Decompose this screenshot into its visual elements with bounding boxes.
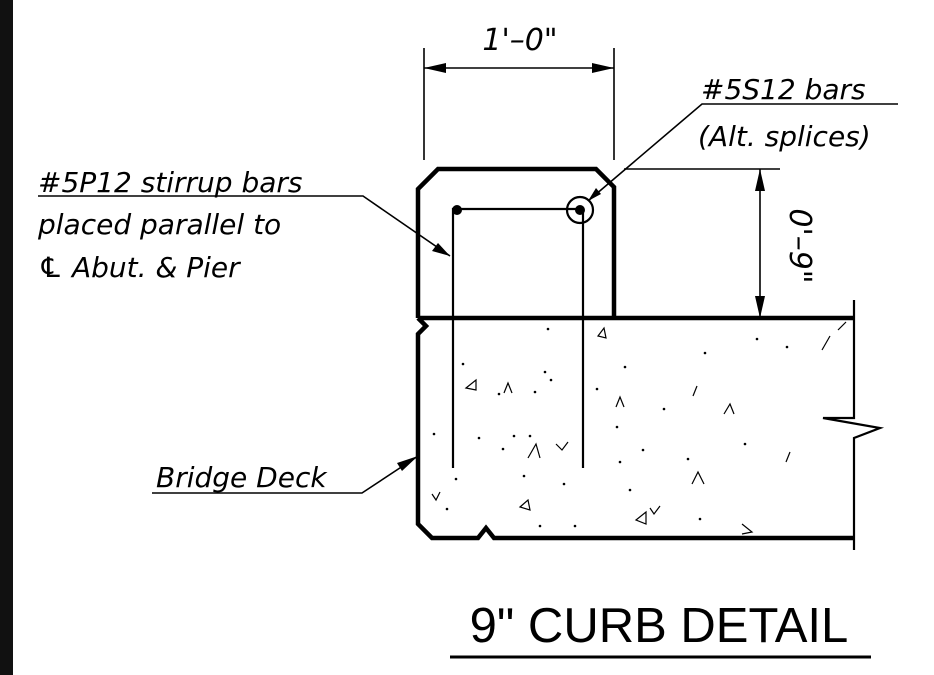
bar-callout-circle	[565, 195, 595, 225]
curb-outline	[415, 166, 617, 318]
stirrup-label-line-2: placed parallel to	[37, 208, 281, 241]
stirrup-label-line-3: ℄ Abut. & Pier	[38, 251, 241, 284]
width-dimension-label: 1'–0"	[482, 23, 557, 58]
deck-leader	[152, 455, 419, 494]
stirrup-label-line-1: #5P12 stirrup bars	[38, 166, 303, 199]
width-dimension	[423, 48, 615, 160]
longitudinal-bar-note: (Alt. splices)	[698, 120, 871, 153]
left-edge-bar	[0, 0, 13, 675]
deck-outline	[415, 315, 854, 541]
concrete-hatch	[431, 321, 847, 535]
drawing-title: 9" CURB DETAIL	[470, 599, 849, 653]
longitudinal-bar-leader	[587, 103, 898, 202]
longitudinal-bar-label: #5S12 bars	[701, 73, 866, 106]
height-dimension-label: 0'–9"	[782, 208, 817, 283]
height-dimension	[624, 168, 780, 318]
longitudinal-bar-right	[575, 205, 585, 215]
deck-break-line	[822, 300, 885, 550]
longitudinal-bar-left	[452, 205, 462, 215]
stirrup-bar	[451, 207, 585, 468]
stirrup-leader	[38, 195, 451, 257]
deck-label: Bridge Deck	[156, 461, 328, 494]
